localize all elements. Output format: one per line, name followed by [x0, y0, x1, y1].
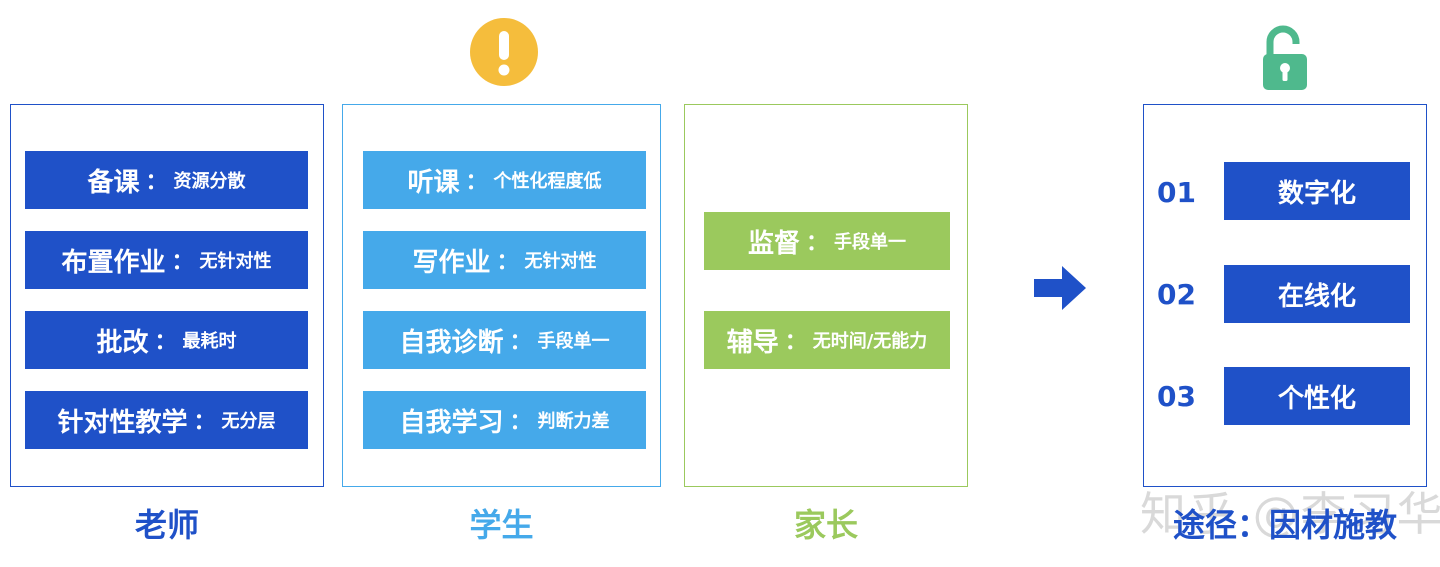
teacher-caption: 老师: [134, 506, 199, 544]
student-item-listening: 听课：个性化程度低: [363, 151, 646, 209]
student-caption: 学生: [469, 506, 534, 544]
teacher-item-assign-homework: 布置作业：无针对性: [25, 231, 308, 289]
warning-icon: [470, 18, 538, 86]
parent-caption: 家长: [793, 506, 858, 544]
solution-item-digital: 数字化: [1224, 162, 1410, 220]
teacher-item-grading: 批改：最耗时: [25, 311, 308, 369]
parent-panel: [684, 104, 968, 487]
parent-item-tutoring: 辅导：无时间/无能力: [704, 311, 950, 369]
solution-number-01: 01: [1157, 176, 1196, 209]
solution-item-online: 在线化: [1224, 265, 1410, 323]
solution-caption: 途径：因材施教: [1172, 506, 1397, 544]
student-item-self-study: 自我学习：判断力差: [363, 391, 646, 449]
solution-number-03: 03: [1157, 380, 1196, 413]
student-item-self-diagnosis: 自我诊断：手段单一: [363, 311, 646, 369]
solution-item-personalized: 个性化: [1224, 367, 1410, 425]
right-arrow-icon: [1034, 266, 1086, 310]
student-item-homework: 写作业：无针对性: [363, 231, 646, 289]
watermark: 知乎 @李习华: [1140, 487, 1440, 541]
teacher-item-lesson-prep: 备课：资源分散: [25, 151, 308, 209]
teacher-item-targeted-teaching: 针对性教学：无分层: [25, 391, 308, 449]
solution-number-02: 02: [1157, 278, 1196, 311]
parent-item-supervision: 监督：手段单一: [704, 212, 950, 270]
unlocked-padlock-icon: [1261, 24, 1309, 92]
